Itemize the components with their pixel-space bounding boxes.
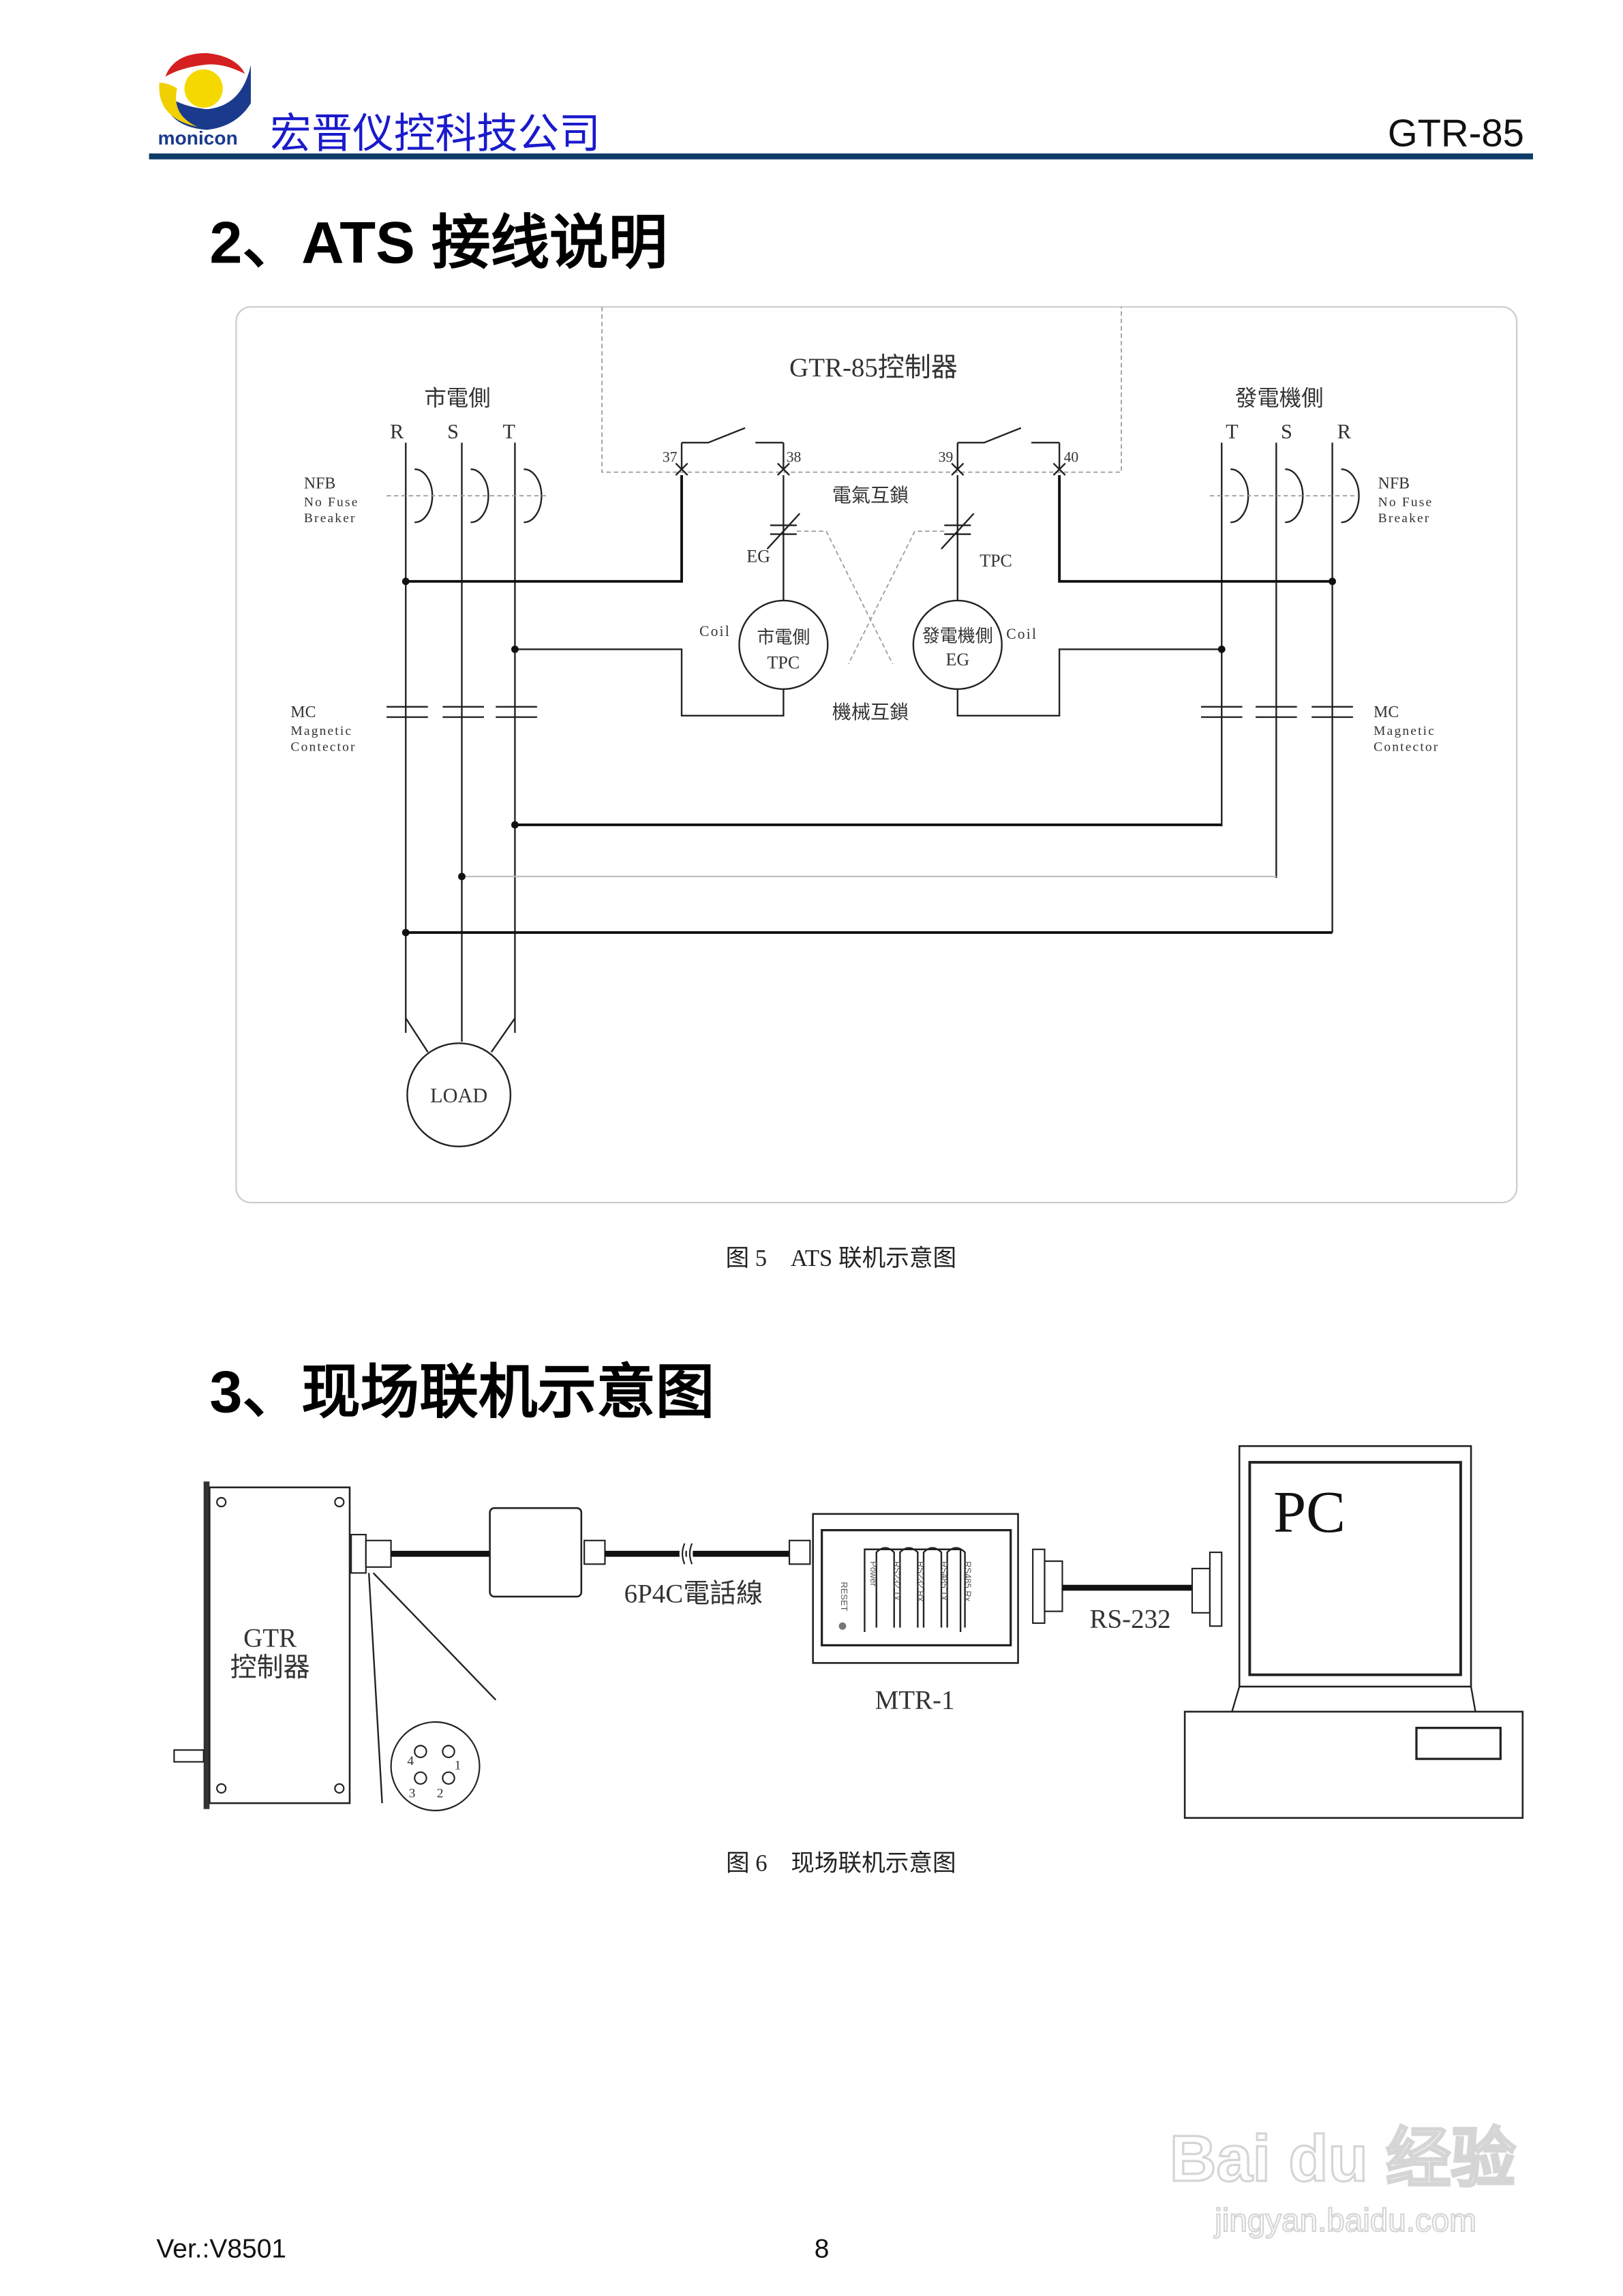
svg-text:TPC: TPC [980, 551, 1012, 571]
svg-text:R: R [1337, 420, 1352, 443]
svg-text:電氣互鎖: 電氣互鎖 [832, 485, 909, 507]
svg-text:Contector: Contector [290, 740, 356, 755]
svg-text:No Fuse: No Fuse [1378, 495, 1434, 509]
page-number: 8 [815, 2235, 830, 2264]
svg-text:RS-232: RS-232 [1090, 1604, 1171, 1633]
svg-text:RESET: RESET [839, 1582, 849, 1611]
svg-text:39: 39 [939, 449, 954, 465]
header: monicon 宏晋仪控科技公司 GTR-85 [149, 52, 1533, 160]
svg-text:S: S [447, 420, 459, 443]
svg-text:2: 2 [437, 1786, 444, 1800]
svg-text:40: 40 [1064, 449, 1079, 465]
svg-text:NFB: NFB [304, 474, 335, 492]
gtr-controller: GTR 控制器 [173, 1481, 351, 1809]
section-2-heading: 2、ATS 接线说明 [209, 210, 667, 275]
svg-text:3: 3 [409, 1786, 416, 1800]
svg-text:RS485 Tx: RS485 Tx [939, 1561, 950, 1601]
svg-text:RS485 Rx: RS485 Rx [963, 1561, 973, 1602]
svg-text:T: T [503, 420, 516, 443]
svg-text:monicon: monicon [158, 127, 238, 149]
figure-6-caption: 图 6 现场联机示意图 [726, 1851, 956, 1877]
header-rule [149, 153, 1533, 160]
svg-text:jingyan.baidu.com: jingyan.baidu.com [1213, 2203, 1476, 2239]
svg-text:GTR-85控制器: GTR-85控制器 [789, 353, 958, 382]
svg-text:Magnetic: Magnetic [290, 724, 352, 738]
svg-text:S: S [1281, 420, 1292, 443]
svg-text:Magnetic: Magnetic [1374, 724, 1436, 738]
controller-box [601, 307, 1122, 473]
svg-text:機械互鎖: 機械互鎖 [832, 701, 909, 723]
pc-computer: PC [1183, 1445, 1524, 1819]
svg-text:37: 37 [663, 449, 678, 465]
company-name: 宏晋仪控科技公司 [270, 111, 601, 157]
svg-text:MC: MC [290, 704, 316, 721]
monicon-logo: monicon [158, 52, 251, 149]
svg-text:Bai du 经验: Bai du 经验 [1170, 2123, 1516, 2195]
svg-text:38: 38 [787, 449, 802, 465]
field-connection-diagram: GTR 控制器 1 2 3 4 6P4C電話線 Power RS232 T [173, 1445, 1524, 1819]
version-label: Ver.:V8501 [156, 2235, 286, 2264]
svg-text:GTR: GTR [243, 1624, 297, 1653]
svg-text:EG: EG [945, 650, 969, 669]
svg-text:發電機側: 發電機側 [922, 626, 993, 646]
svg-text:T: T [1226, 420, 1239, 443]
svg-text:RS232 Tx: RS232 Tx [892, 1561, 902, 1601]
mtr-1-converter: Power RS232 Tx RS232 Rx RS485 Tx RS485 R… [812, 1513, 1063, 1715]
svg-text:RS232 Rx: RS232 Rx [915, 1561, 926, 1602]
svg-text:R: R [390, 420, 404, 443]
svg-text:NFB: NFB [1378, 474, 1410, 492]
svg-text:TPC: TPC [768, 653, 800, 673]
svg-text:Breaker: Breaker [1378, 511, 1431, 526]
svg-text:1: 1 [455, 1758, 461, 1772]
svg-text:PC: PC [1273, 1479, 1346, 1545]
svg-text:4: 4 [407, 1754, 414, 1768]
svg-text:Power: Power [868, 1561, 879, 1586]
svg-text:EG: EG [746, 547, 770, 567]
svg-text:Breaker: Breaker [304, 511, 357, 526]
svg-text:控制器: 控制器 [230, 1653, 310, 1682]
svg-text:市電側: 市電側 [424, 386, 490, 411]
svg-text:MC: MC [1374, 704, 1399, 721]
svg-text:市電側: 市電側 [757, 628, 810, 648]
figure-5-caption: 图 5 ATS 联机示意图 [726, 1245, 957, 1271]
svg-text:Contector: Contector [1374, 740, 1439, 755]
din-connector-pinout: 1 2 3 4 [390, 1721, 481, 1811]
svg-text:LOAD: LOAD [430, 1084, 487, 1107]
svg-text:6P4C電話線: 6P4C電話線 [624, 1580, 763, 1609]
svg-text:發電機側: 發電機側 [1235, 386, 1324, 411]
svg-text:MTR-1: MTR-1 [875, 1686, 955, 1715]
baidu-jingyan-watermark: Bai du 经验 jingyan.baidu.com [1168, 2122, 1517, 2239]
svg-text:Coil: Coil [1006, 626, 1037, 642]
ats-wiring-diagram: GTR-85控制器 市電側 發電機側 R S T T S R NFB No Fu… [235, 306, 1518, 1204]
svg-text:Coil: Coil [699, 623, 731, 639]
model-label: GTR-85 [1388, 111, 1524, 154]
load-circle [406, 1042, 512, 1148]
svg-text:No Fuse: No Fuse [304, 495, 359, 509]
section-3-heading: 3、现场联机示意图 [209, 1359, 714, 1425]
